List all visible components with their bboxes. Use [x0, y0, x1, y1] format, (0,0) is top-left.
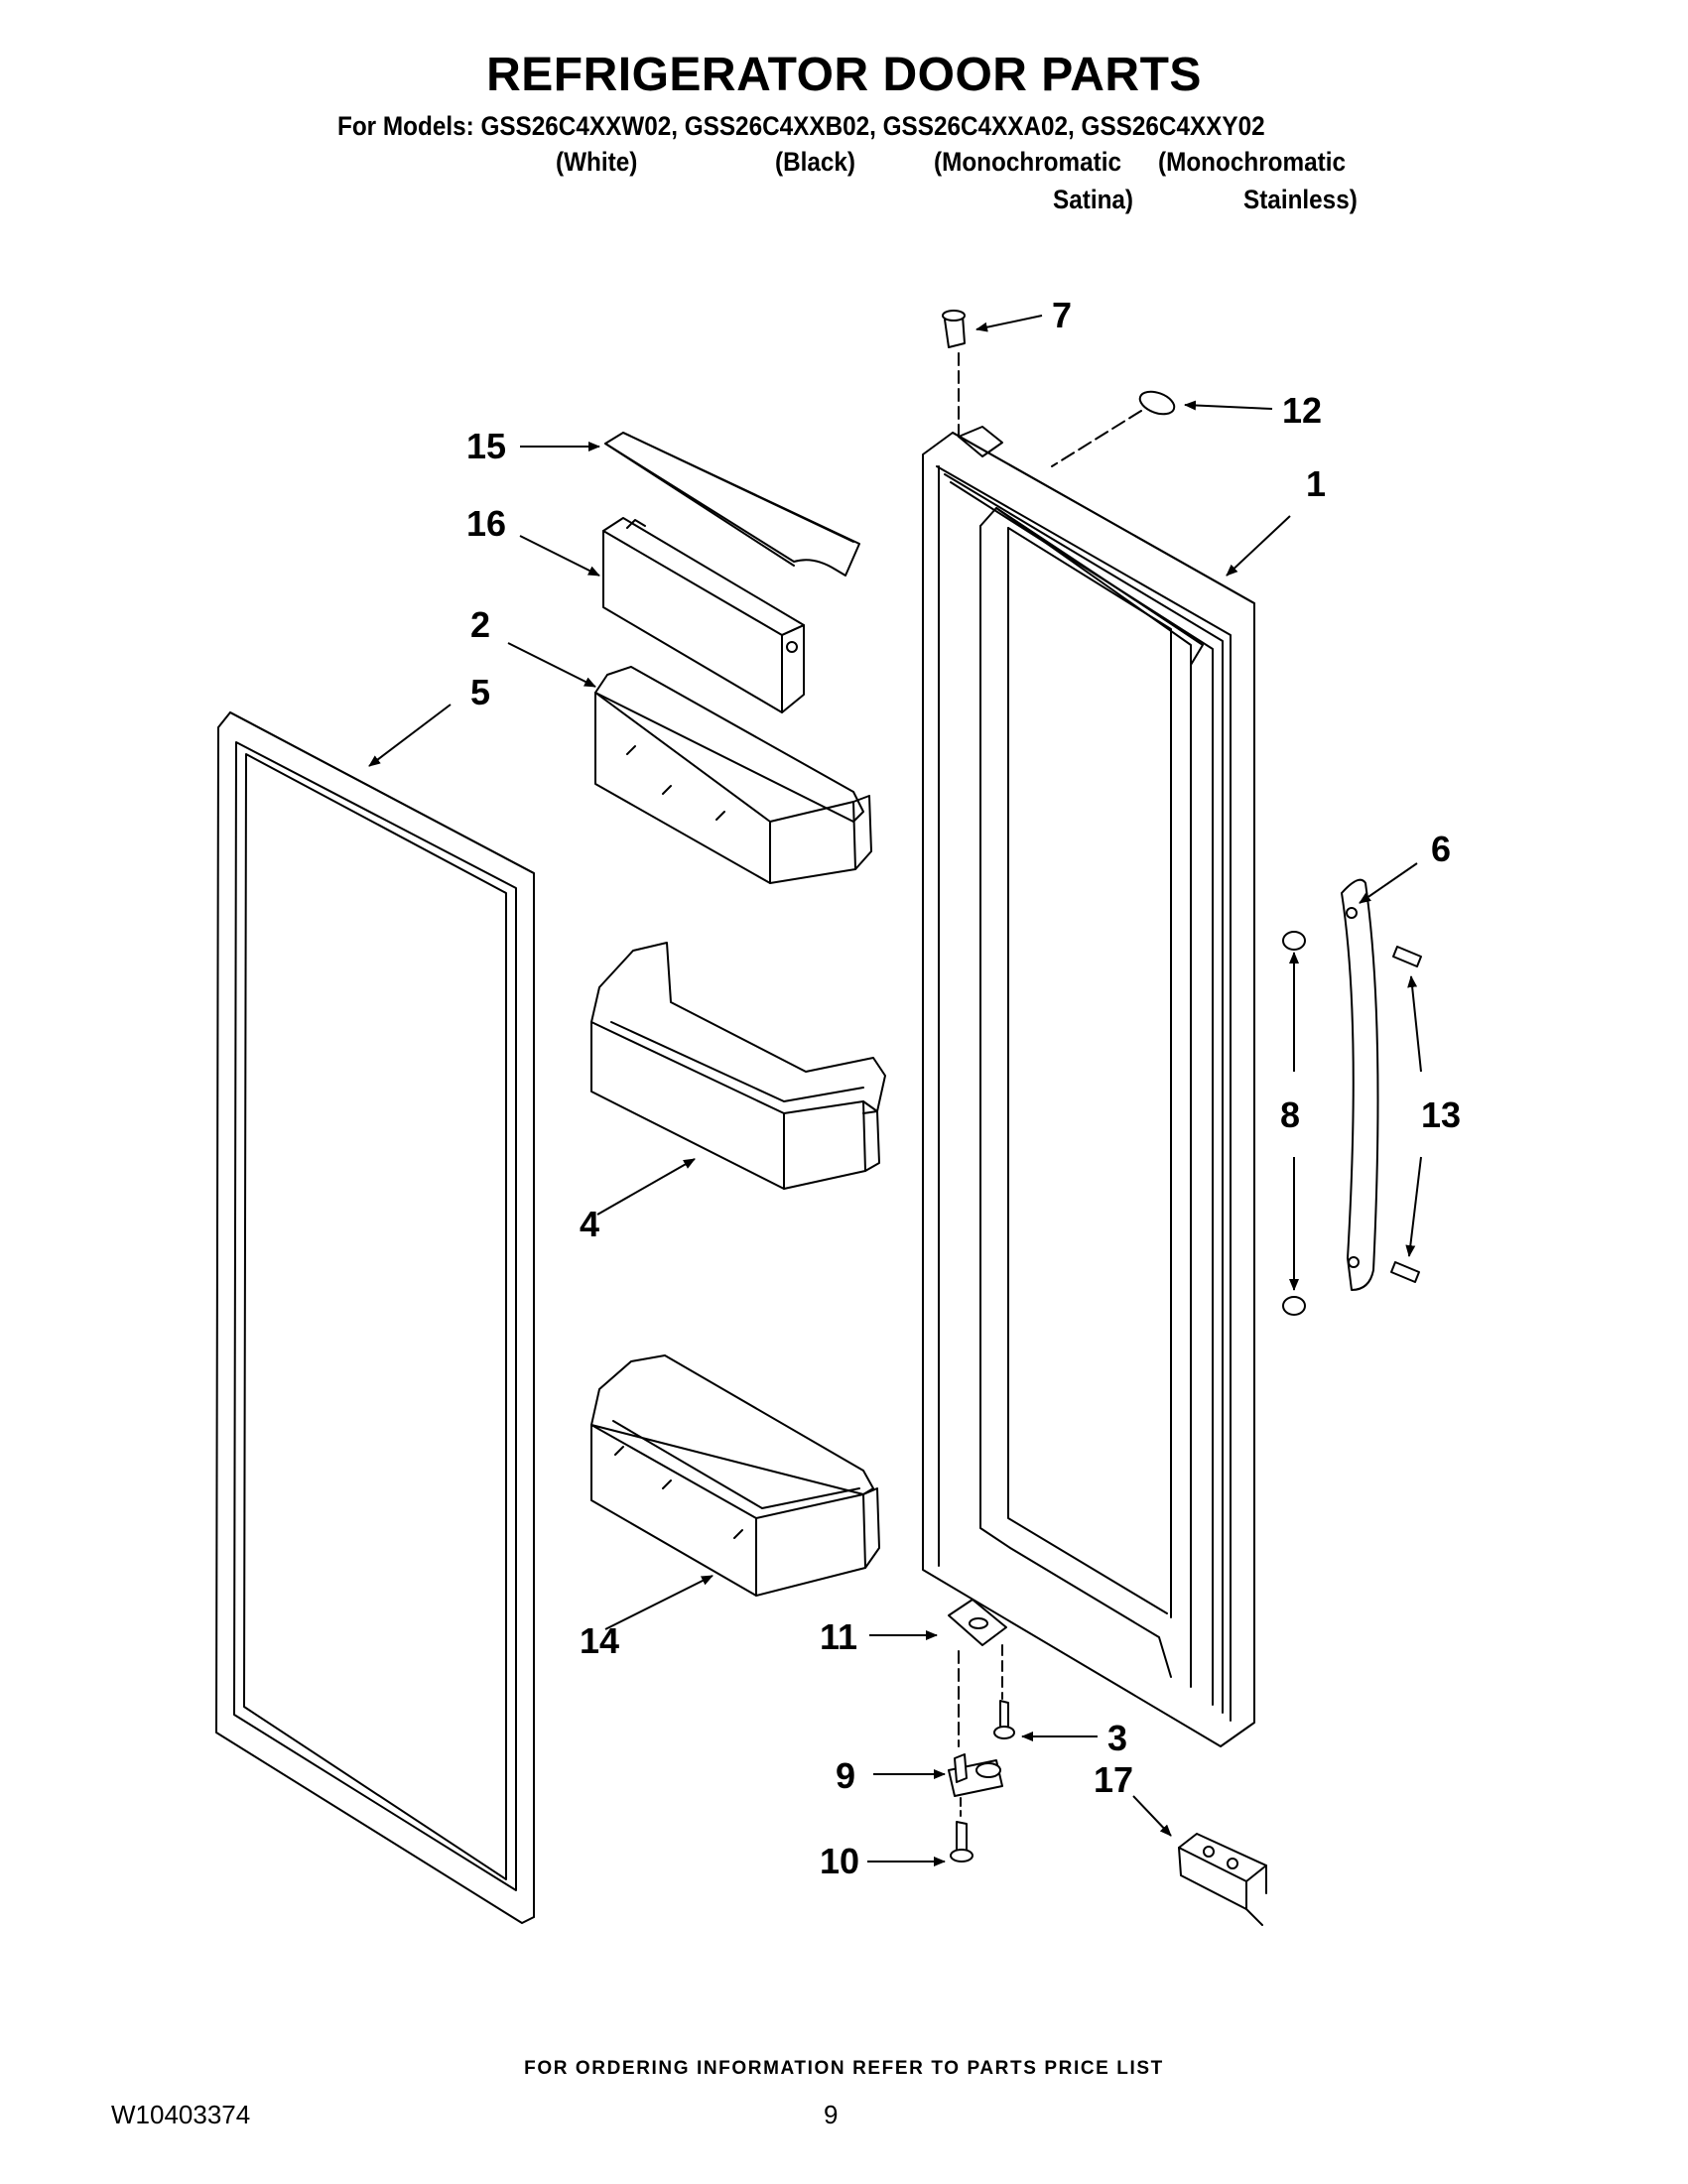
part-7-top-hinge-pin: [942, 310, 966, 348]
part-8-spacer-top: [1282, 931, 1306, 951]
callout-6: 6: [1431, 829, 1452, 869]
callout-3: 3: [1107, 1718, 1128, 1758]
callout-17: 17: [1094, 1759, 1134, 1800]
callout-7: 7: [1052, 295, 1073, 335]
leader-12: [1051, 410, 1142, 467]
arrow-14: [604, 1575, 714, 1630]
arrow-1: [1226, 515, 1291, 577]
page-title: REFRIGERATOR DOOR PARTS: [486, 49, 1202, 101]
part-1-door-assembly: [922, 426, 1255, 1747]
variant-satina-line2: Satina): [1053, 185, 1134, 214]
part-8-spacer-bottom: [1282, 1296, 1306, 1316]
variant-satina-line1: (Monochromatic: [934, 147, 1122, 177]
models-line: For Models: GSS26C4XXW02, GSS26C4XXB02, …: [337, 111, 1265, 141]
callout-1: 1: [1306, 463, 1327, 504]
callout-12: 12: [1282, 390, 1323, 431]
part-6-handle: [1341, 878, 1379, 1291]
part-3-screw: [993, 1700, 1015, 1739]
callout-4: 4: [580, 1204, 600, 1244]
variant-stainless-line2: Stainless): [1243, 185, 1358, 214]
part-11-hinge-shim: [948, 1599, 1007, 1646]
part-16-shelf-cover: [602, 517, 805, 713]
callout-9: 9: [836, 1755, 856, 1796]
arrow-2: [507, 642, 596, 688]
part-14-door-bin: [590, 1354, 880, 1597]
arrow-7: [975, 315, 1043, 332]
arrow-17: [1132, 1795, 1172, 1837]
variant-stainless-line1: (Monochromatic: [1158, 147, 1347, 177]
part-13-screw-top: [1392, 946, 1422, 967]
callout-15: 15: [466, 426, 507, 466]
arrow-12: [1184, 400, 1273, 411]
page-number: 9: [824, 2100, 839, 2129]
arrow-13-up: [1407, 975, 1422, 1073]
callout-16: 16: [466, 503, 507, 544]
part-12-plug: [1138, 390, 1176, 416]
part-10-screw: [950, 1821, 974, 1863]
part-2-dairy-bin: [594, 666, 872, 884]
callout-5: 5: [470, 672, 491, 712]
callout-2: 2: [470, 604, 491, 645]
part-4-door-bin: [590, 942, 886, 1190]
callout-14: 14: [580, 1620, 620, 1661]
arrow-5: [368, 704, 452, 767]
part-5-door-gasket: [215, 711, 535, 1924]
callout-13: 13: [1421, 1094, 1462, 1135]
document-number: W10403374: [111, 2100, 251, 2129]
arrow-4: [596, 1158, 696, 1216]
arrow-16: [519, 535, 600, 577]
part-17-hinge-cover: [1178, 1833, 1267, 1926]
part-13-screw-bottom: [1390, 1261, 1420, 1283]
callout-10: 10: [820, 1841, 860, 1881]
callout-8: 8: [1280, 1094, 1301, 1135]
variant-white: (White): [556, 147, 638, 177]
arrow-13-down: [1405, 1156, 1422, 1257]
ordering-info-footer: FOR ORDERING INFORMATION REFER TO PARTS …: [524, 2058, 1164, 2079]
part-15-trim: [604, 432, 860, 577]
variant-black: (Black): [775, 147, 856, 177]
arrow-6: [1359, 862, 1418, 904]
part-9-bottom-hinge: [948, 1753, 1003, 1797]
callout-11: 11: [820, 1616, 858, 1657]
